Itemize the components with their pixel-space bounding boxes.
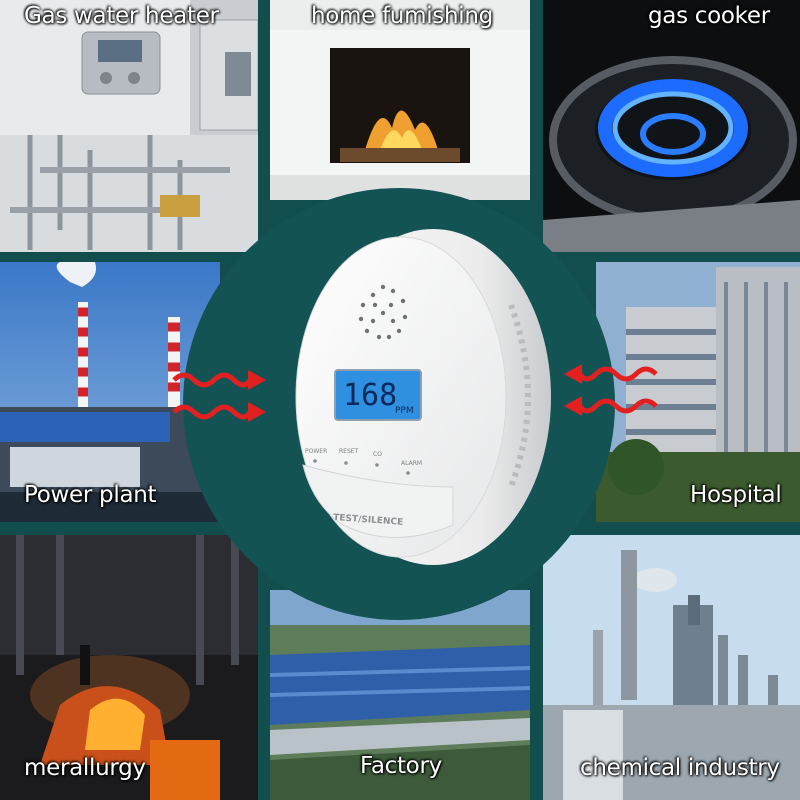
caption-factory: Factory (360, 753, 442, 779)
tile-gas-cooker: gas cooker (543, 0, 800, 252)
indicator-alarm: ALARM (401, 460, 422, 467)
test-silence-button[interactable] (302, 464, 454, 538)
caption-home-furnishing: home fumishing (311, 3, 493, 29)
indicator-co: CO (373, 451, 382, 458)
test-silence-label: TEST/SILENCE (333, 513, 404, 528)
caption-gas-cooker: gas cooker (648, 3, 770, 29)
caption-chemical-industry: chemical industry (580, 755, 780, 781)
metallurgy-photo (0, 535, 258, 800)
indicator-power: POWER (305, 448, 327, 455)
left-arrows-icon (172, 370, 266, 422)
gas-cooker-photo (543, 0, 800, 252)
tile-gas-water-heater: Gas water heater (0, 0, 258, 252)
caption-hospital: Hospital (690, 482, 782, 508)
lcd-value: 168 (343, 378, 397, 413)
tile-chemical-industry: chemical industry (543, 535, 800, 800)
tile-home-furnishing: home fumishing (270, 0, 530, 200)
lcd-screen (334, 369, 422, 421)
gas-water-heater-photo (0, 0, 258, 252)
chemical-plant-photo (543, 535, 800, 800)
caption-gas-water-heater: Gas water heater (24, 3, 219, 29)
lcd-unit: PPM (395, 406, 414, 416)
co-detector-device: 168 PPM POWER RESET CO ALARM TEST/SILENC… (295, 229, 551, 565)
caption-metallurgy: merallurgy (24, 755, 146, 781)
tile-metallurgy: merallurgy (0, 535, 258, 800)
caption-power-plant: Power plant (24, 482, 157, 508)
factory-photo (270, 590, 530, 800)
right-arrows-icon (564, 364, 658, 416)
tile-factory: Factory (270, 590, 530, 800)
indicator-reset: RESET (339, 448, 359, 455)
hospital-photo (596, 262, 800, 522)
tile-hospital: Hospital (596, 262, 800, 522)
fireplace-photo (270, 0, 530, 200)
speaker-grille-icon (358, 284, 408, 340)
